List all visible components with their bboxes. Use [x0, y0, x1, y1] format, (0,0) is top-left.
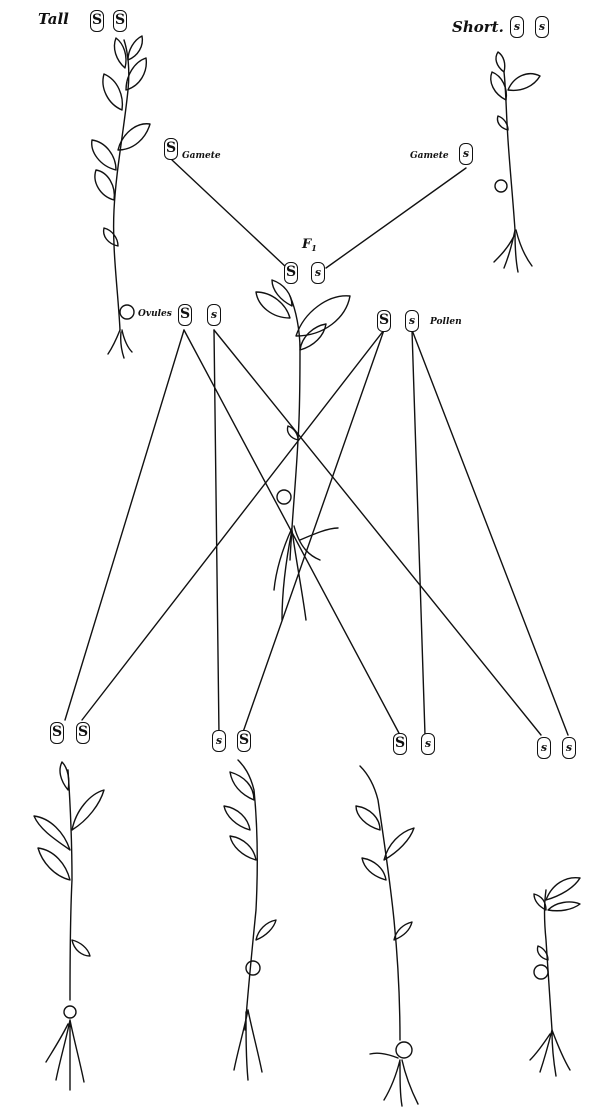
allele-gamete-right: s: [459, 143, 473, 165]
f1-letter: F: [302, 237, 311, 252]
gamete-cross-lines: [172, 160, 466, 268]
allele-tall-parent-2: S: [113, 10, 127, 32]
allele-f1-recessive: s: [311, 262, 325, 284]
allele-f2-4b: s: [562, 737, 576, 759]
allele-f2-2b: S: [237, 730, 251, 752]
allele-short-parent-1: s: [510, 16, 524, 38]
allele-f2-3b: s: [421, 733, 435, 755]
allele-f2-3a: S: [393, 733, 407, 755]
allele-f2-1a: S: [50, 722, 64, 744]
allele-f2-1b: S: [76, 722, 90, 744]
allele-f2-4a: s: [537, 737, 551, 759]
allele-ovule-dominant: S: [178, 304, 192, 326]
f1-subscript: 1: [311, 243, 317, 253]
gamete-label-left: Gamete: [182, 152, 221, 161]
pollen-label: Pollen: [430, 318, 462, 327]
tall-label: Tall: [38, 12, 69, 27]
plant-short-parent: [491, 52, 540, 272]
plant-f2-ss-dominant: [34, 762, 104, 1090]
short-label: Short.: [452, 20, 504, 35]
allele-f2-2a: s: [212, 730, 226, 752]
ovules-label: Ovules: [138, 310, 172, 319]
allele-f1-dominant: S: [284, 262, 298, 284]
plant-f2-ss-recessive: [530, 878, 580, 1076]
allele-pollen-dominant: S: [377, 310, 391, 332]
plant-f2-ss-hetero-2: [356, 766, 418, 1106]
gamete-label-right: Gamete: [410, 152, 449, 161]
allele-gamete-left: S: [164, 138, 178, 160]
plant-f2-ss-hetero-1: [224, 760, 276, 1080]
allele-tall-parent-1: S: [90, 10, 104, 32]
allele-ovule-recessive: s: [207, 304, 221, 326]
f1-label: F1: [302, 238, 317, 252]
plant-f1: [256, 280, 350, 620]
allele-pollen-recessive: s: [405, 310, 419, 332]
allele-short-parent-2: s: [535, 16, 549, 38]
